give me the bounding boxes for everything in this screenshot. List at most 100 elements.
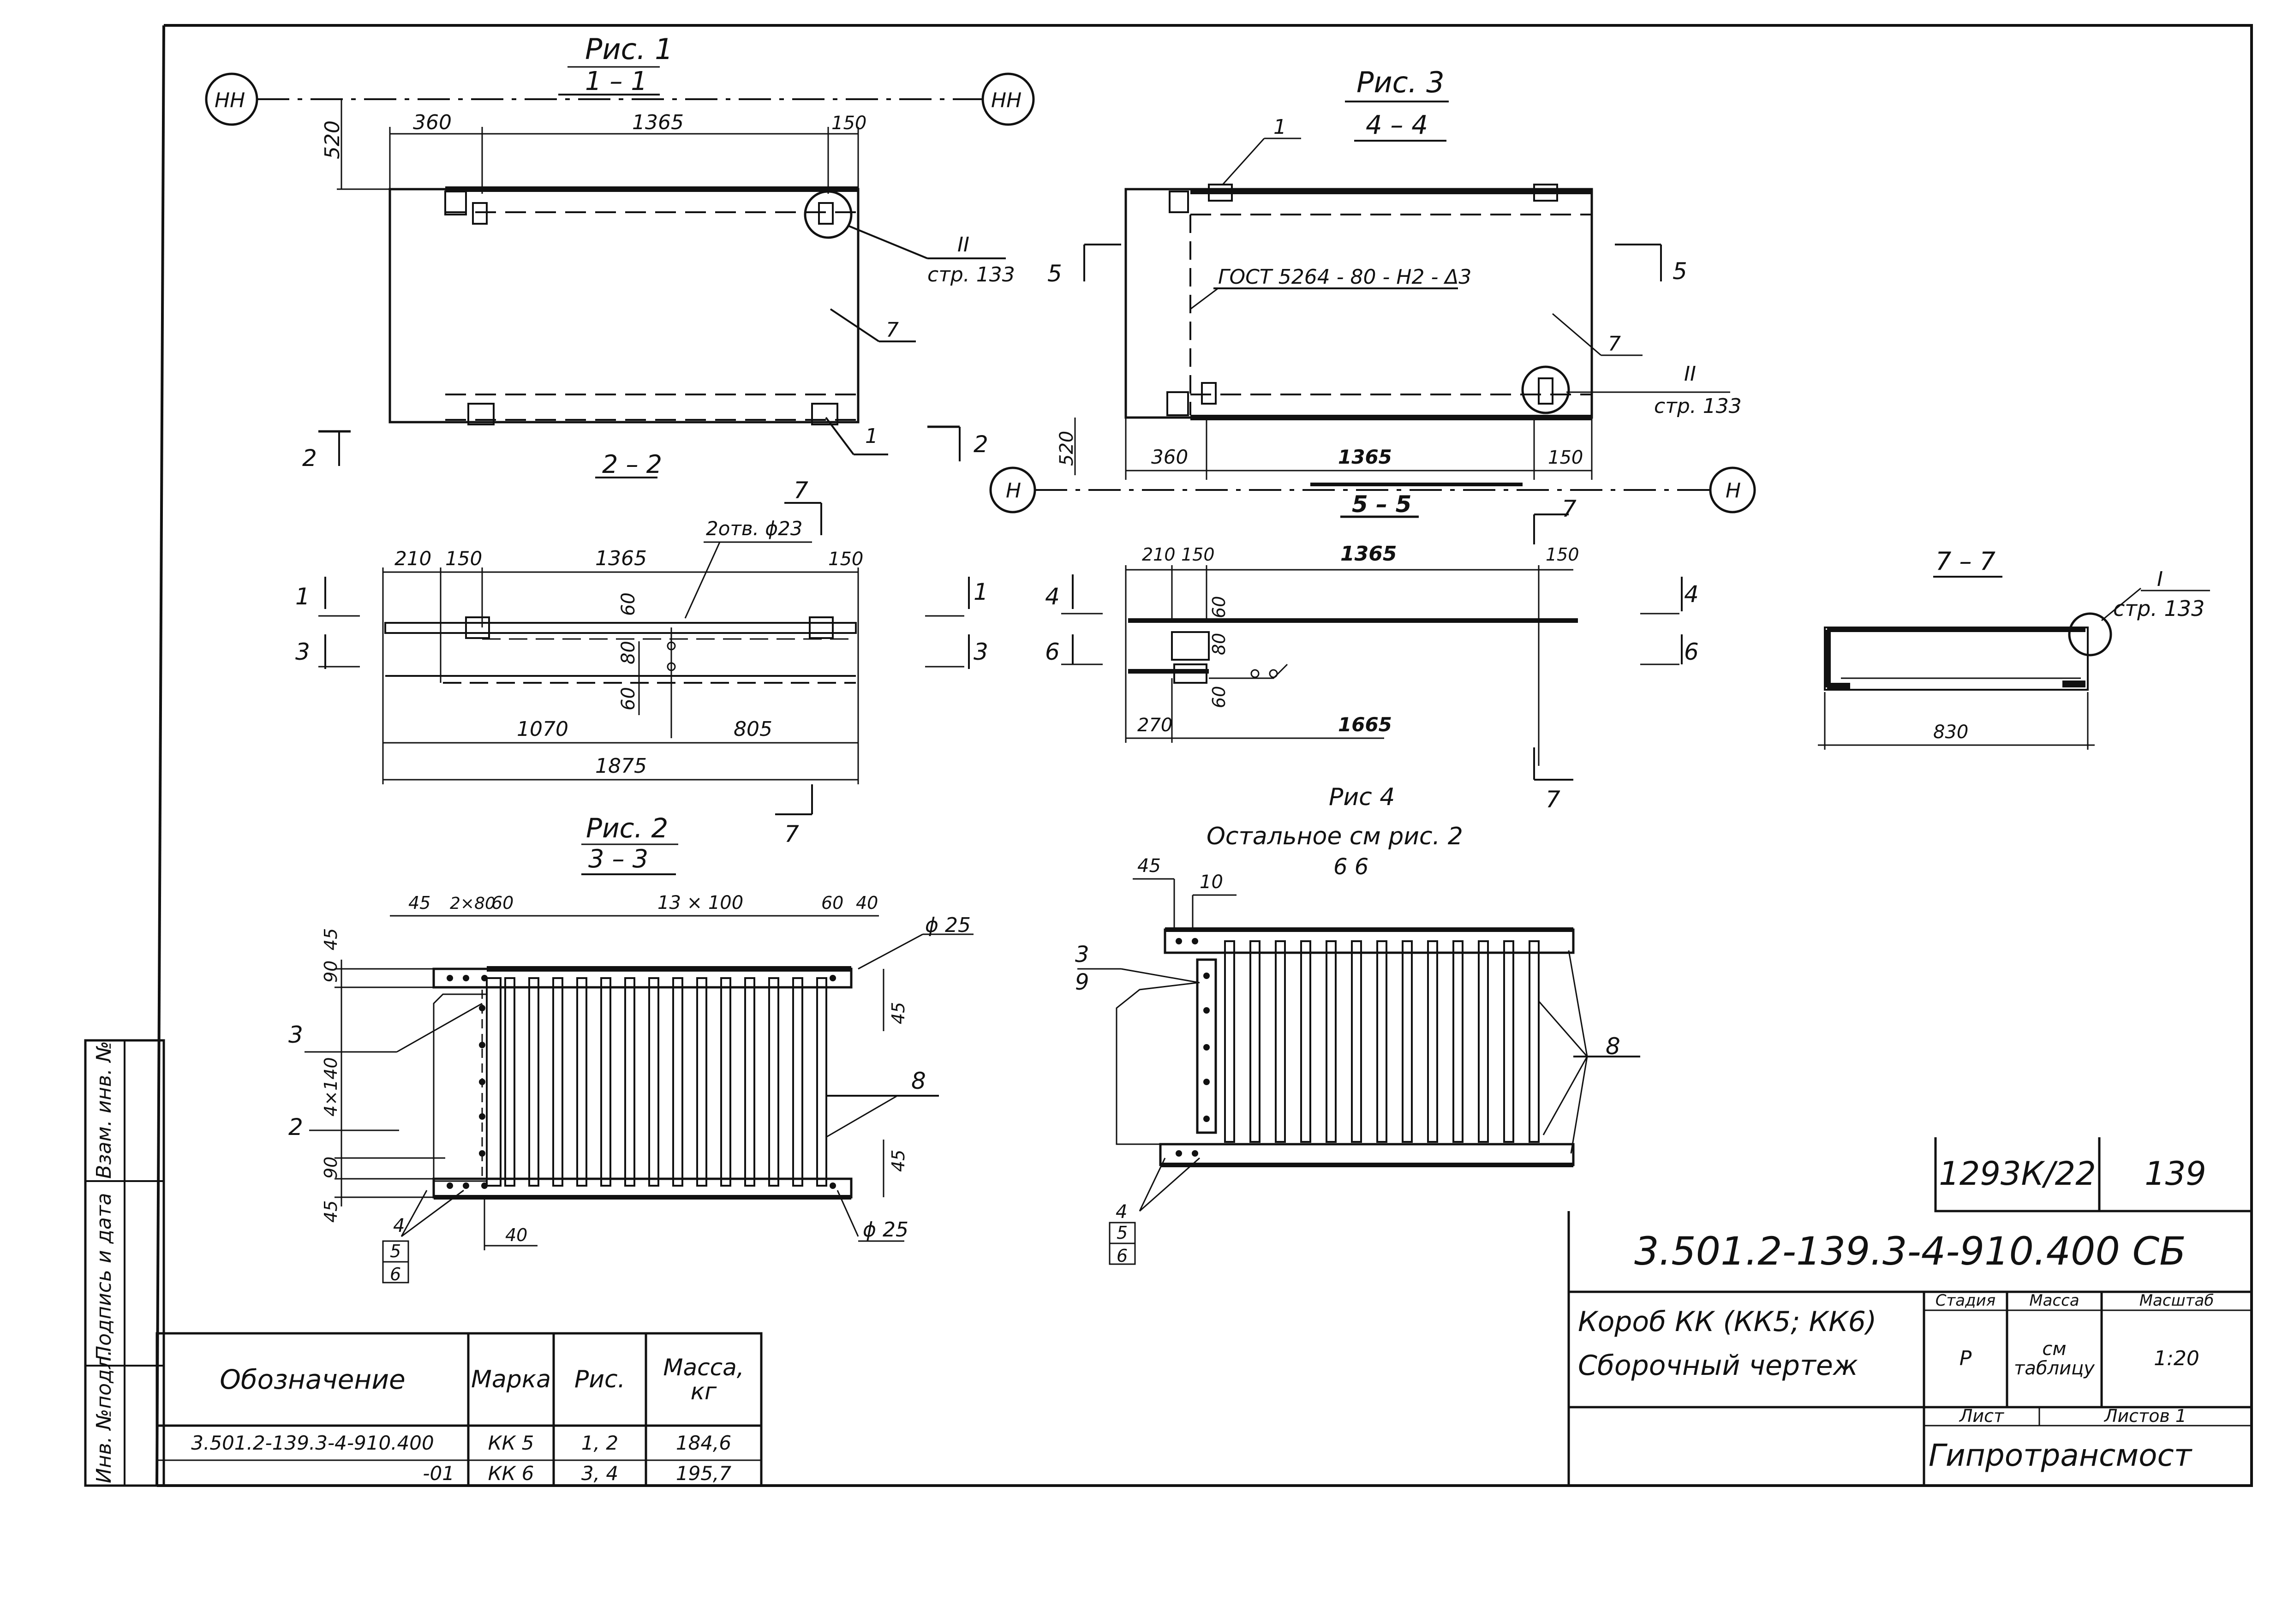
mark-6-fig4: 6 (1117, 1246, 1128, 1266)
plate-outline (388, 188, 860, 424)
mark-8-fig4: 8 (1606, 1033, 1620, 1060)
mark-2-fig2: 2 (288, 1114, 303, 1140)
mark-3-fig4: 3 (1075, 942, 1089, 967)
dim-2x80: 2×80 (450, 894, 496, 913)
cut-3-right: 3 (974, 639, 988, 665)
sheets-label: Листов 1 (2104, 1406, 2187, 1427)
cut-7-top: 7 (794, 477, 808, 504)
section-2-2: 2 – 2 210 150 1365 150 60 80 60 2отв. ϕ2… (295, 450, 988, 848)
dim-90-a: 90 (321, 961, 341, 983)
mark-7-plan: 7 (886, 318, 899, 342)
dim-4x140: 4×140 (321, 1057, 341, 1116)
fig2-title: Рис. 2 (586, 812, 668, 844)
fig4-end-bar (1196, 958, 1217, 1134)
mark-5-fig2: 5 (390, 1241, 401, 1261)
dim-360: 360 (413, 111, 452, 134)
dim-150-d: 150 (1546, 544, 1579, 565)
dim-10-fig4: 10 (1200, 872, 1223, 893)
ref-ii-fig3: II (1684, 362, 1696, 386)
figure-4: Рис 4 Остальное см рис. 2 6 6 45 10 (1075, 783, 1640, 1266)
fig3-plate (1124, 188, 1593, 419)
fig4-note: Остальное см рис. 2 (1207, 823, 1463, 850)
cut-3-left: 3 (295, 639, 310, 665)
dim-150-a: 150 (445, 547, 482, 570)
dim-45-a: 45 (408, 893, 430, 913)
page-number: 139 (2145, 1155, 2206, 1193)
mark-5-fig4: 5 (1117, 1223, 1128, 1243)
spec-row-1-designation: 3.501.2-139.3-4-910.400 (191, 1431, 434, 1454)
spec-header-mark: Марка (471, 1365, 551, 1393)
fig1-title: Рис. 1 (585, 32, 673, 66)
dim-45-fig4: 45 (1137, 855, 1161, 877)
section-5-5: 5 – 5 210 150 1365 150 60 80 60 270 1665… (1045, 491, 1699, 813)
spec-row-2-designation: -01 (423, 1462, 454, 1485)
spec-row-2-mark: КК 6 (488, 1462, 534, 1485)
stamp-vzam-inv: Взам. инв. № (92, 1041, 116, 1179)
dim-1365: 1365 (632, 111, 684, 134)
fig3-section: 4 – 4 (1366, 110, 1428, 140)
mark-9-fig4: 9 (1075, 969, 1089, 995)
cut-6-left: 6 (1045, 639, 1060, 665)
dim-830: 830 (1933, 722, 1968, 743)
ref-ii-label: II (957, 233, 969, 257)
dim-1365-b: 1365 (595, 547, 647, 570)
phi25-top: ϕ 25 (925, 914, 971, 937)
dim-45-e: 45 (888, 1150, 908, 1172)
dim-80-a: 80 (618, 641, 639, 664)
dim-60-b: 60 (618, 687, 639, 710)
dim-45-c: 45 (321, 1200, 341, 1223)
dim-40-b: 40 (505, 1225, 527, 1245)
cut-6-right: 6 (1684, 639, 1699, 665)
title-block-grid (1567, 1137, 2252, 1486)
mark-7-fig3: 7 (1608, 332, 1621, 356)
cut-4-right: 4 (1684, 581, 1699, 608)
spec-header-fig: Рис. (574, 1365, 626, 1393)
cut-7-bottom: 7 (784, 821, 799, 848)
header-mass: Масса (2029, 1291, 2079, 1310)
dim-360-fig3: 360 (1151, 446, 1188, 468)
dim-60-d: 60 (821, 893, 843, 913)
stamp-inv-podl: Инв. №подл. (92, 1349, 116, 1483)
dim-520: 520 (321, 120, 344, 159)
stage-value: Р (1959, 1346, 1972, 1370)
section-7-7-title: 7 – 7 (1936, 547, 1995, 576)
dim-150-b: 150 (828, 549, 863, 570)
detail-callout-i (2068, 612, 2112, 657)
dim-45-d: 45 (888, 1002, 908, 1024)
fig2-section: 3 – 3 (588, 844, 648, 873)
fig1-section: 1 – 1 (585, 66, 647, 96)
axis-hh-right-label: НН (991, 89, 1022, 112)
cut-2-left: 2 (302, 445, 317, 472)
header-stage: Стадия (1935, 1291, 1996, 1310)
fig4-sub: 6 6 (1333, 854, 1368, 880)
dim-150: 150 (831, 113, 866, 134)
stamp-signature-date: Подпись и дата (92, 1193, 116, 1361)
mass-value: см таблицу (2014, 1338, 2095, 1379)
mark-4-fig2: 4 (393, 1215, 405, 1236)
cut-1-left: 1 (295, 583, 310, 610)
document-code: 3.501.2-139.3-4-910.400 СБ (1634, 1229, 2186, 1274)
dim-60-a: 60 (618, 592, 639, 616)
header-scale: Масштаб (2139, 1291, 2214, 1310)
dim-1665: 1665 (1338, 713, 1392, 736)
spec-table-grid (155, 1332, 763, 1487)
dim-1070: 1070 (517, 717, 568, 741)
fig2-bottom-channel (432, 1177, 853, 1199)
sheet-frame (84, 24, 2253, 1487)
mark-3-fig2: 3 (288, 1021, 303, 1048)
dim-520-fig3: 520 (1056, 431, 1077, 466)
mark-1-fig3: 1 (1273, 115, 1286, 139)
section-2-2-title: 2 – 2 (602, 450, 662, 479)
cut-4-left: 4 (1045, 583, 1060, 610)
cut-7-55-top: 7 (1562, 496, 1577, 522)
album-number: 1293К/22 (1939, 1155, 2096, 1193)
fig4-title: Рис 4 (1329, 783, 1395, 811)
fig2-grid-bars (504, 977, 827, 1187)
axis-h-left-label: Н (1006, 479, 1021, 502)
doc-name-line-2: Сборочный чертеж (1578, 1349, 1858, 1382)
sheet-label: Лист (1959, 1406, 2004, 1427)
fig2-end-bar (486, 977, 502, 1187)
organization-name: Гипротрансмост (1929, 1438, 2192, 1474)
dim-210-b: 210 (1142, 544, 1176, 565)
